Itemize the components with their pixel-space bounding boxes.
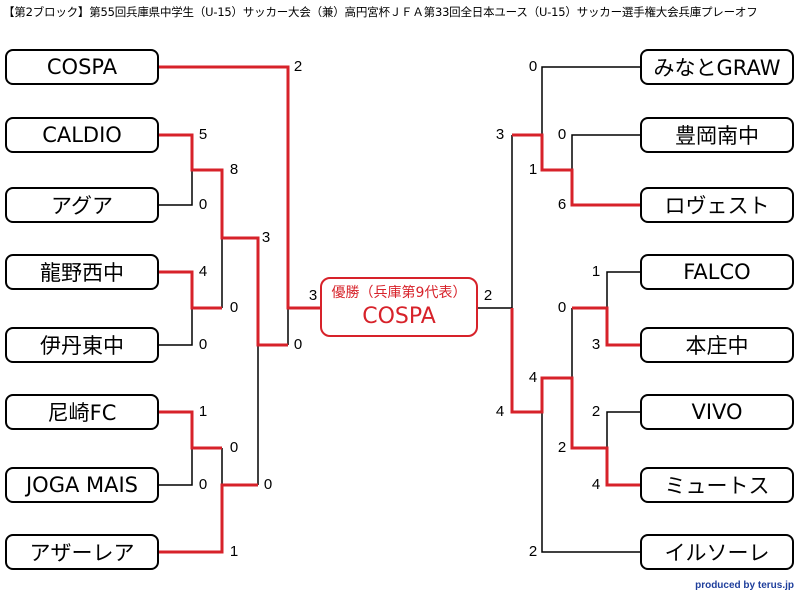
winner-path-line [512, 133, 640, 207]
team-box: COSPA [5, 49, 159, 85]
team-box: 尼崎FC [5, 394, 159, 430]
bracket-line [571, 134, 640, 170]
score: 3 [261, 229, 271, 246]
page-title: 【第2ブロック】第55回兵庫県中学生（U-15）サッカー大会（兼）高円宮杯ＪＦＡ… [3, 5, 758, 19]
team-box: CALDIO [5, 117, 159, 153]
score: 4 [495, 403, 505, 420]
score: 3 [591, 336, 601, 353]
team-name: ロヴェスト [664, 194, 770, 218]
winner-path-line [572, 306, 640, 347]
team-box: ミュートス [640, 467, 794, 503]
team-box: ロヴェスト [640, 187, 794, 223]
bracket-line [541, 412, 640, 553]
bracket-line [159, 170, 193, 206]
score: 2 [557, 439, 567, 456]
bracket-line [159, 448, 193, 486]
score: 0 [229, 439, 239, 456]
score: 0 [528, 58, 538, 75]
bracket-line [606, 271, 640, 308]
team-name: 伊丹東中 [40, 334, 124, 358]
score: 2 [591, 403, 601, 420]
team-box: JOGA MAIS [5, 467, 159, 503]
score: 2 [528, 543, 538, 560]
credit-text: produced by terus.jp [695, 580, 794, 591]
score: 6 [557, 196, 567, 213]
bracket-line [159, 308, 193, 346]
score: 2 [293, 58, 303, 75]
winner-path-line [159, 133, 288, 347]
team-box: イルソーレ [640, 534, 794, 570]
team-name: FALCO [683, 260, 751, 284]
team-box: みなとGRAW [640, 49, 794, 85]
team-box: 龍野西中 [5, 254, 159, 290]
score: 0 [557, 126, 567, 143]
score: 0 [293, 336, 303, 353]
score: 4 [198, 263, 208, 280]
winner-path-line [159, 410, 222, 450]
team-box: 伊丹東中 [5, 327, 159, 363]
team-box: FALCO [640, 254, 794, 290]
score: 4 [528, 369, 538, 386]
score: 1 [591, 263, 601, 280]
team-name: 尼崎FC [47, 401, 117, 425]
team-name: ミュートス [664, 474, 770, 498]
score: 0 [198, 336, 208, 353]
score: 0 [229, 299, 239, 316]
team-box: VIVO [640, 394, 794, 430]
final-score-left: 3 [308, 287, 318, 304]
score: 4 [591, 476, 601, 493]
team-box: アザーレア [5, 534, 159, 570]
winner-path-line [159, 65, 320, 310]
score: 3 [495, 126, 505, 143]
bracket-line [478, 135, 513, 309]
team-name: イルソーレ [664, 541, 770, 565]
team-name: VIVO [691, 400, 743, 424]
score: 0 [198, 196, 208, 213]
team-name: COSPA [46, 55, 118, 79]
team-name: JOGA MAIS [25, 473, 139, 497]
score: 0 [263, 476, 273, 493]
final-score-right: 2 [483, 287, 493, 304]
team-name: 豊岡南中 [675, 124, 759, 148]
score: 0 [198, 476, 208, 493]
score: 1 [528, 161, 538, 178]
score: 1 [198, 403, 208, 420]
team-box: 豊岡南中 [640, 117, 794, 153]
team-name: 龍野西中 [40, 261, 124, 285]
team-box: 本庄中 [640, 327, 794, 363]
score: 5 [198, 126, 208, 143]
team-name: 本庄中 [685, 334, 749, 358]
team-name: アグア [51, 194, 113, 218]
winner-path-line [510, 308, 640, 487]
team-name: CALDIO [42, 123, 122, 147]
bracket-line [541, 66, 640, 135]
score: 1 [229, 543, 239, 560]
score: 0 [557, 299, 567, 316]
bracket-line [606, 411, 640, 448]
winner-path-line [159, 483, 258, 554]
champion-team: COSPA [362, 304, 436, 329]
score: 8 [229, 161, 239, 178]
winner-path-line [159, 270, 222, 310]
team-box: アグア [5, 187, 159, 223]
team-name: アザーレア [29, 541, 135, 565]
champion-label: 優勝（兵庫第9代表） [331, 285, 467, 301]
champion-box: 優勝（兵庫第9代表） COSPA [320, 277, 478, 337]
team-name: みなとGRAW [653, 56, 781, 80]
